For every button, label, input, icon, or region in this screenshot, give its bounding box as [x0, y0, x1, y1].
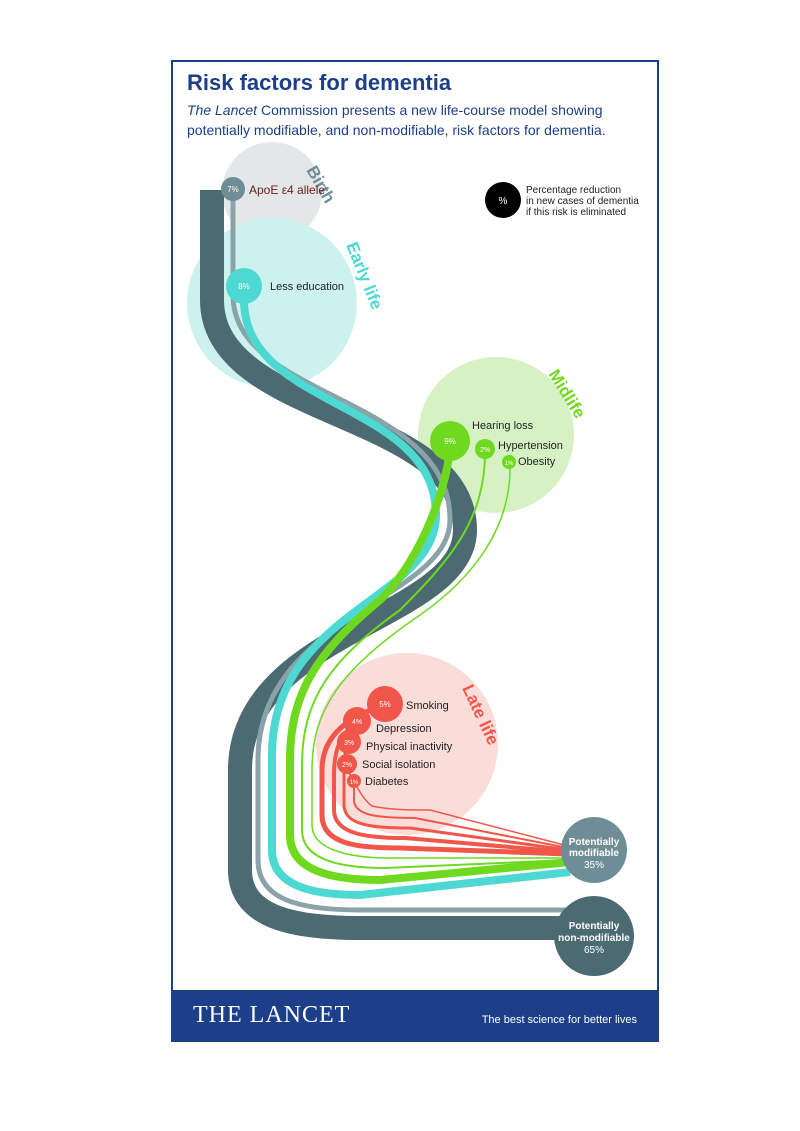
subtitle-journal-name: The Lancet: [187, 102, 258, 118]
hypertension-band: [301, 451, 569, 870]
modifiable-label-line-1: Potentially: [569, 837, 620, 848]
social-isolation-label: Social isolation: [362, 759, 435, 771]
hypertension-percent: 2%: [480, 447, 490, 454]
subtitle-text: Commission presents a new life-course mo…: [187, 102, 606, 138]
diabetes-label: Diabetes: [365, 776, 409, 788]
potentially-modifiable-circle: [561, 817, 627, 883]
legend-symbol: %: [499, 196, 508, 207]
hypertension-marker: [475, 439, 495, 459]
footer-bar: THE LANCET The best science for better l…: [173, 990, 657, 1040]
social-isolation-marker: [337, 754, 357, 774]
obesity-label: Obesity: [518, 456, 556, 468]
modifiable-label-line-2: modifiable: [569, 848, 619, 859]
page-title: Risk factors for dementia: [187, 70, 452, 95]
smoking-marker: [367, 686, 403, 722]
potentially-nonmodifiable-circle: [554, 896, 634, 976]
page-subtitle: The Lancet Commission presents a new lif…: [187, 100, 647, 140]
education-percent: 8%: [238, 282, 250, 291]
diabetes-marker: [347, 774, 361, 788]
hearing-loss-band: [286, 441, 571, 885]
footer-tagline: The best science for better lives: [481, 1014, 637, 1026]
nonmodifiable-label-line-2: non-modifiable: [558, 933, 630, 944]
apoe-marker: [221, 177, 245, 201]
depression-percent: 4%: [352, 719, 362, 726]
physical-inactivity-percent: 3%: [344, 740, 354, 747]
education-label: Less education: [270, 281, 344, 293]
education-marker: [226, 268, 262, 304]
lancet-logo: THE LANCET: [193, 1002, 351, 1028]
obesity-percent: 1%: [505, 461, 514, 467]
hypertension-label: Hypertension: [498, 440, 563, 452]
smoking-label: Smoking: [406, 700, 449, 712]
legend-line-1: Percentage reduction: [526, 185, 621, 196]
physical-inactivity-marker: [337, 730, 361, 754]
hearing-loss-label: Hearing loss: [472, 420, 534, 432]
nonmodifiable-percent: 65%: [584, 945, 604, 956]
legend-line-3: if this risk is eliminated: [526, 207, 626, 218]
hearing-loss-percent: 9%: [444, 437, 456, 446]
apoe-percent: 7%: [227, 185, 239, 194]
modifiable-percent: 35%: [584, 860, 604, 871]
hearing-loss-marker: [430, 421, 470, 461]
social-isolation-band: [346, 764, 569, 849]
obesity-band: [311, 462, 568, 859]
social-isolation-percent: 2%: [342, 762, 352, 769]
birth-stage-circle: [222, 142, 322, 242]
apoe-band: [230, 195, 570, 913]
diabetes-band: [353, 781, 569, 847]
physical-inactivity-label: Physical inactivity: [366, 741, 453, 753]
depression-label: Depression: [376, 723, 432, 735]
legend-circle: [485, 182, 521, 218]
depression-marker: [343, 707, 371, 735]
nonmodifiable-label-line-1: Potentially: [569, 921, 620, 932]
smoking-percent: 5%: [379, 700, 391, 709]
legend-line-2: in new cases of dementia: [526, 196, 639, 207]
diabetes-percent: 1%: [350, 780, 359, 786]
late-life-stage-circle: [316, 653, 498, 835]
apoe-label: ApoE ε4 allele: [249, 183, 325, 197]
obesity-marker: [502, 455, 516, 469]
